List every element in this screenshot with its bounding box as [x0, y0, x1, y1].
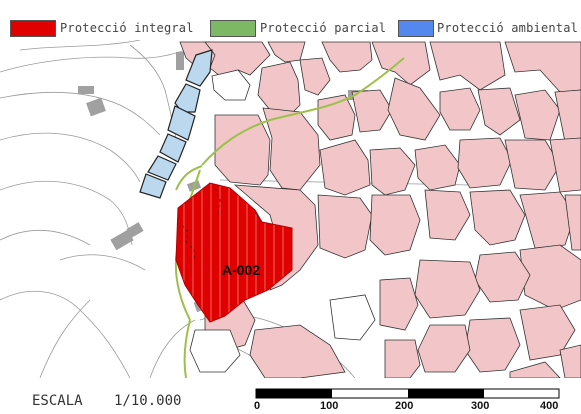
- buildings: [179, 41, 581, 378]
- legend-swatch-parcial: [210, 20, 256, 37]
- white-plots: [189, 69, 376, 373]
- scale-tick-0: 0: [254, 400, 261, 412]
- scale-tick-100: 100: [320, 400, 339, 412]
- map-canvas[interactable]: A-002: [0, 40, 581, 378]
- scale-ratio: 1/10.000: [114, 393, 182, 409]
- scale-tick-300: 300: [471, 400, 490, 412]
- legend-swatch-ambiental: [398, 20, 434, 37]
- parcel-a002[interactable]: A-002: [175, 182, 293, 323]
- legend-label-parcial: Protecció parcial: [260, 21, 387, 35]
- scale-tick-400: 400: [540, 400, 559, 412]
- scale-title: ESCALA: [32, 393, 83, 409]
- scale-tick-200: 200: [395, 400, 414, 412]
- legend-label-integral: Protecció integral: [60, 21, 194, 35]
- legend-label-ambiental: Protecció ambiental: [437, 21, 579, 35]
- legend-swatch-integral: [10, 20, 56, 37]
- parcel-label: A-002: [222, 262, 260, 278]
- protection-ambiental-plots: [139, 49, 213, 199]
